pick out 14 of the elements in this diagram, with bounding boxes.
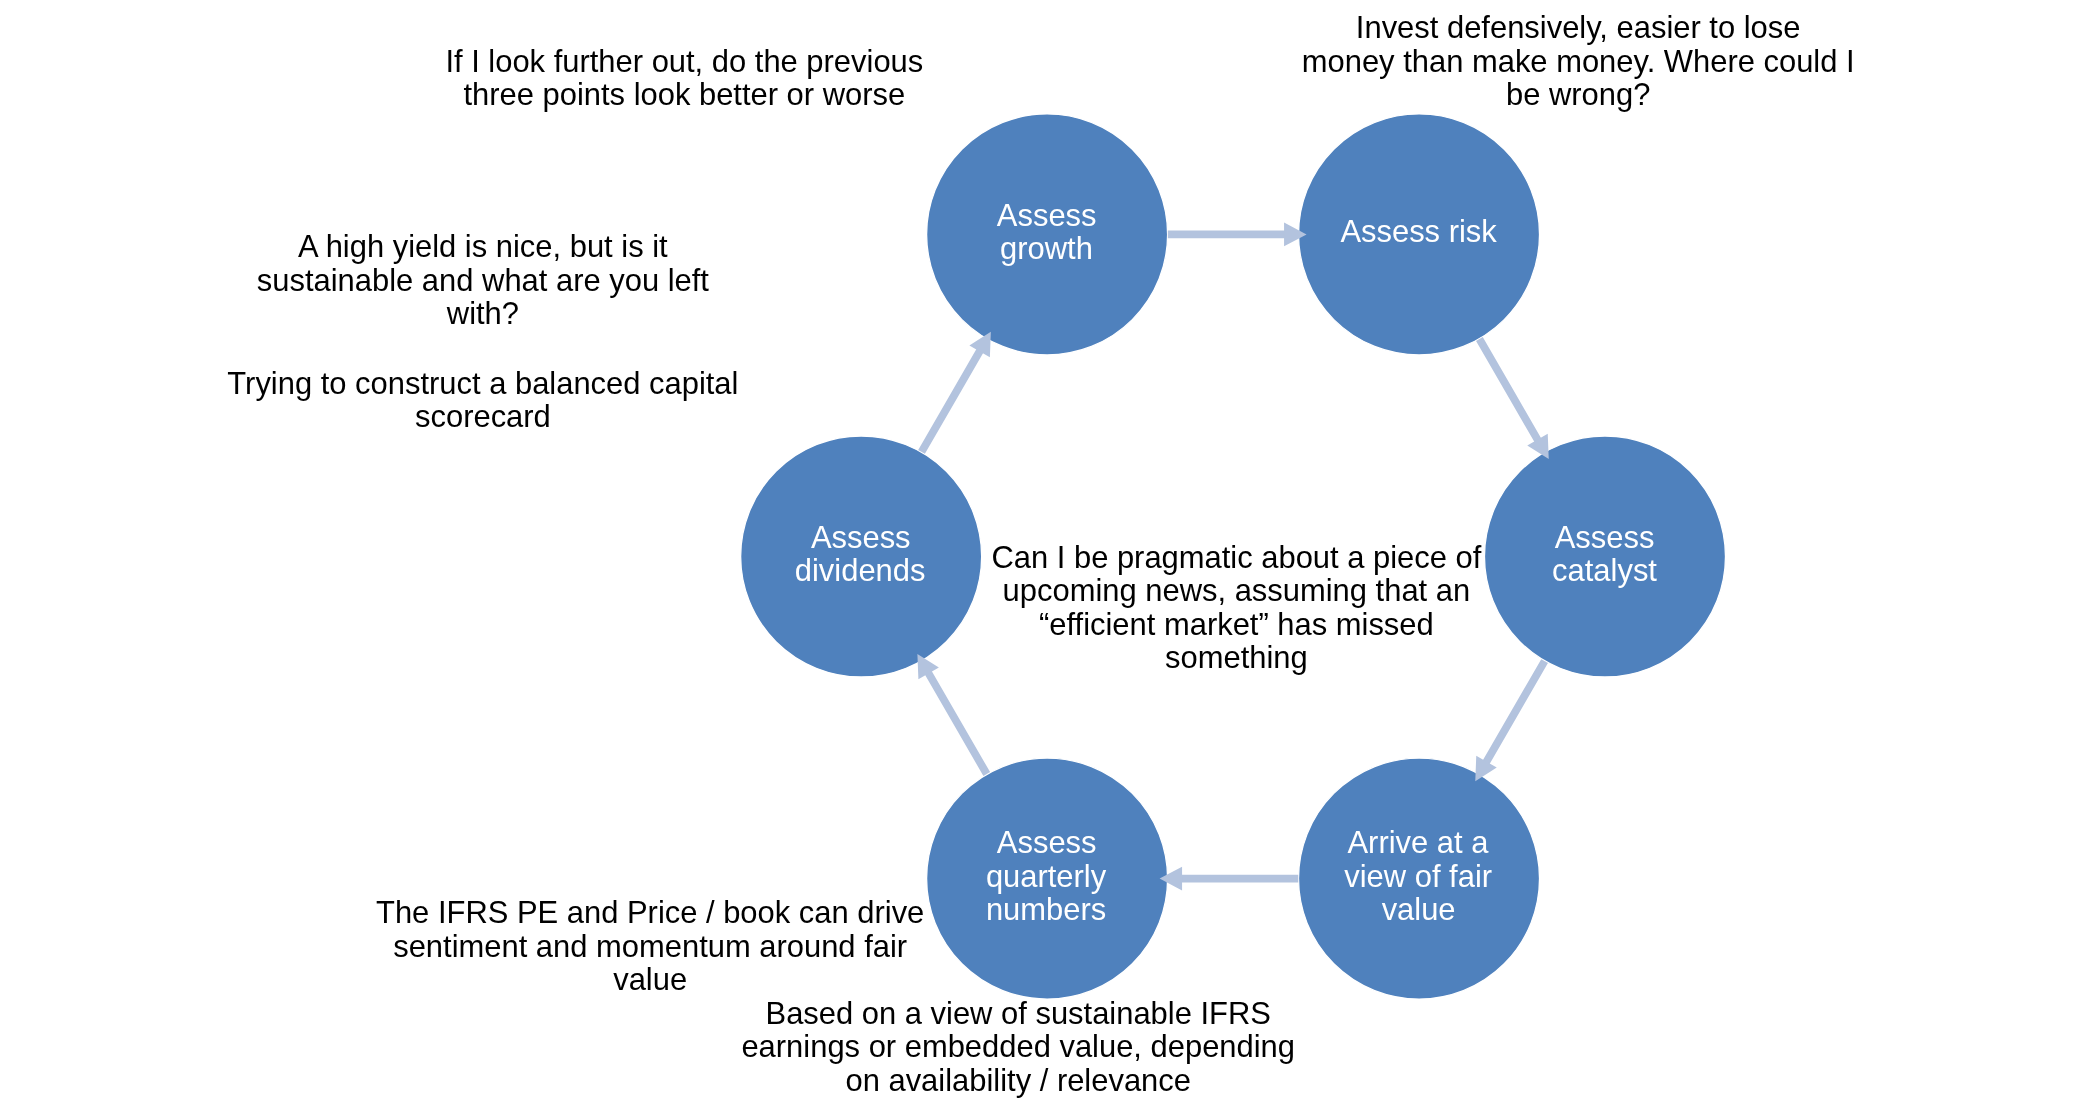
arrow (1474, 659, 1548, 782)
arrow (1475, 337, 1549, 460)
node-label: Invest defensively, easier to lose money than make money. Where could I be wrong? (1301, 10, 1855, 113)
arrow (917, 331, 991, 454)
node-label: If I look further out, do the previous three points look better or worse (444, 43, 923, 113)
node-circle: Assess quarterly numbers (925, 757, 1168, 1000)
arrow (916, 653, 990, 776)
node-label: A high yield is nice, but is it sustainable and what are you left with? (256, 229, 709, 332)
arrow (1167, 222, 1307, 247)
node-label: Can I be pragmatic about a piece of upcoming news, assuming that an “efficient market” has missed something (990, 539, 1481, 676)
node-circle: Assess risk (1297, 113, 1540, 356)
arrow (1159, 866, 1298, 891)
node-label: Trying to construct a balanced capital scorecard (226, 365, 738, 435)
node-label: The IFRS PE and Price / book can drive sentiment and momentum around fair value (375, 895, 924, 998)
